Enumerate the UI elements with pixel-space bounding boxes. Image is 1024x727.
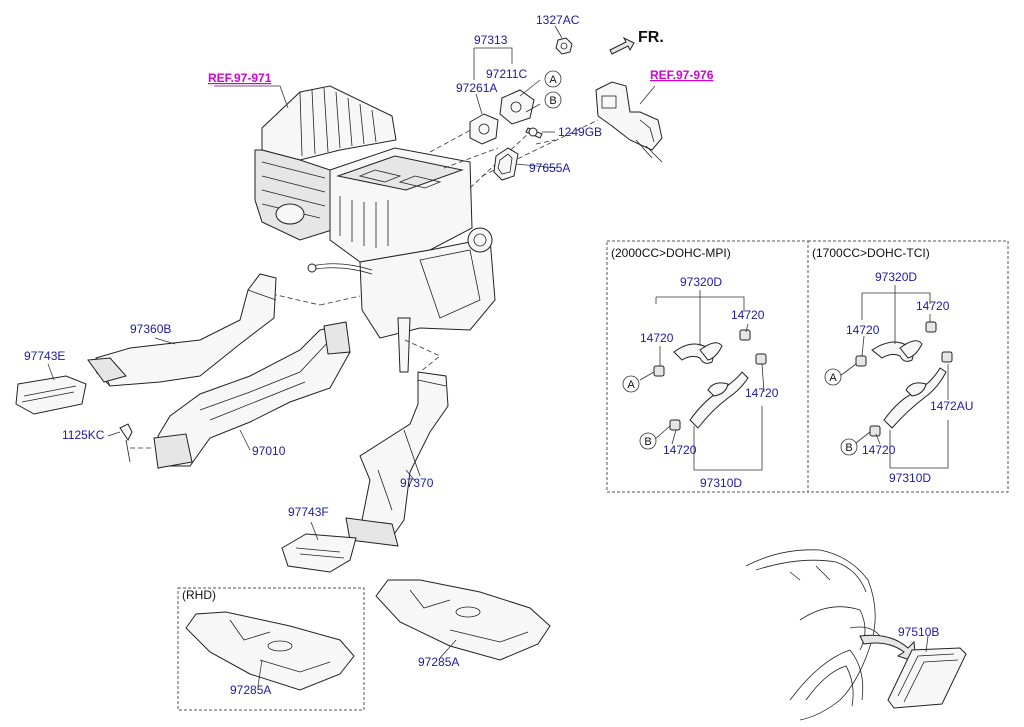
box-mpi-clamp-4-label[interactable]: 14720 <box>663 443 697 457</box>
marker-a-top <box>544 70 562 88</box>
heater-unit-drawing <box>254 85 496 373</box>
marker-b-tci-label: B <box>845 442 852 454</box>
part-label-97285a-rhd[interactable]: 97285A <box>230 683 271 697</box>
box-mpi-clamp-3-label[interactable]: 14720 <box>745 386 779 400</box>
box-mpi-header: (2000CC>DOHC-MPI) <box>611 246 731 260</box>
marker-a-top-label: A <box>549 74 557 86</box>
ref-97-971-link[interactable]: REF.97-971 <box>208 71 272 85</box>
marker-b-tci <box>840 438 858 456</box>
box-tci-hose-top-label[interactable]: 97320D <box>875 270 917 284</box>
ref-97-976-link[interactable]: REF.97-976 <box>650 68 714 82</box>
part-label-97360b[interactable]: 97360B <box>130 322 171 336</box>
part-label-1125kc[interactable]: 1125KC <box>62 428 105 442</box>
marker-b-top-label: B <box>549 95 556 107</box>
part-label-97261a[interactable]: 97261A <box>456 81 497 95</box>
part-label-97285a[interactable]: 97285A <box>418 655 459 669</box>
box-mpi-hose-bottom-label[interactable]: 97310D <box>700 476 742 490</box>
box-tci-clamp-3-label[interactable]: 1472AU <box>930 399 973 413</box>
box-tci-header: (1700CC>DOHC-TCI) <box>812 246 930 260</box>
part-label-1327ac[interactable]: 1327AC <box>536 13 580 27</box>
circle-markers: A B A B A B <box>544 70 858 456</box>
car-rear-drawing <box>745 549 967 721</box>
assembly-lines <box>130 119 599 449</box>
duct-drawings <box>15 273 449 573</box>
front-direction-label: FR. <box>638 29 664 46</box>
leader-lines <box>47 25 949 687</box>
marker-a-mpi <box>622 375 640 393</box>
box-mpi-clamp-2-label[interactable]: 14720 <box>640 331 674 345</box>
part-label-97010[interactable]: 97010 <box>252 444 286 458</box>
marker-b-top <box>544 91 562 109</box>
marker-b-mpi-label: B <box>644 436 651 448</box>
hose-drawings <box>653 321 953 437</box>
part-label-97510b[interactable]: 97510B <box>898 625 939 639</box>
part-label-97211c[interactable]: 97211C <box>486 67 527 81</box>
marker-a-tci-label: A <box>829 372 837 384</box>
part-label-1249gb[interactable]: 1249GB <box>558 125 602 139</box>
box-mpi-hose-top-label[interactable]: 97320D <box>680 275 722 289</box>
box-mpi-clamp-1-label[interactable]: 14720 <box>731 308 765 322</box>
part-label-97655a[interactable]: 97655A <box>529 161 570 175</box>
marker-a-tci <box>824 368 842 386</box>
box-tci-outline <box>807 240 1009 493</box>
rhd-box-outline <box>177 587 365 711</box>
part-label-97743e[interactable]: 97743E <box>24 349 65 363</box>
box-tci-clamp-1-label[interactable]: 14720 <box>916 299 950 313</box>
part-label-97370[interactable]: 97370 <box>400 476 434 490</box>
rhd-box-header: (RHD) <box>182 588 216 602</box>
box-tci-hose-bottom-label[interactable]: 97310D <box>889 471 931 485</box>
box-tci-clamp-2-label[interactable]: 14720 <box>846 323 880 337</box>
small-parts <box>469 36 663 181</box>
marker-b-mpi <box>639 432 657 450</box>
box-tci-clamp-4-label[interactable]: 14720 <box>862 443 896 457</box>
cover-drawings <box>185 579 551 691</box>
marker-a-mpi-label: A <box>627 379 635 391</box>
part-label-97743f[interactable]: 97743F <box>288 505 329 519</box>
part-label-97313[interactable]: 97313 <box>474 33 508 47</box>
